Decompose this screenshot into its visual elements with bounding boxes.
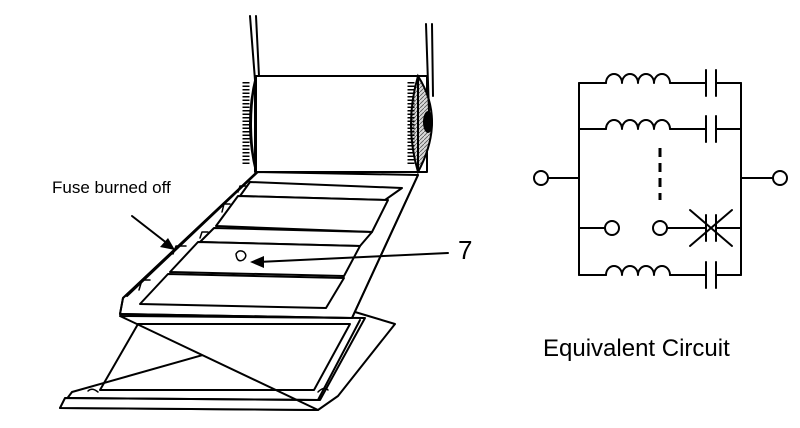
- fuse-link-3: [199, 231, 209, 239]
- fuse-arrow-head: [160, 238, 175, 250]
- fuse-link-burned: [172, 245, 187, 255]
- inductor-2-icon: [605, 119, 671, 130]
- lead-wire-right: [425, 23, 430, 113]
- terminal-right-icon: [772, 170, 788, 186]
- inductor-4-icon: [605, 265, 671, 276]
- open-fuse-contact-right-icon: [652, 220, 668, 236]
- inductor-1-icon: [605, 73, 671, 84]
- terminal-left-icon: [533, 170, 549, 186]
- film-segment-5: [139, 273, 345, 309]
- lead-wire-right-inner: [431, 23, 434, 97]
- fault-spot: [235, 250, 247, 262]
- callout-arrow-head: [250, 256, 264, 268]
- unrolled-film-lower: [59, 311, 396, 411]
- callout-arrow-shaft: [257, 252, 449, 263]
- branch-3-faulted: [578, 209, 742, 247]
- callout-number-7: 7: [458, 235, 472, 265]
- film-segment-4: [169, 241, 361, 277]
- roll-core: [423, 111, 433, 133]
- metallized-film-strip: [119, 167, 419, 319]
- branch-2: [578, 115, 742, 143]
- fuse-link-1: [237, 185, 247, 193]
- fuse-arrow-shaft: [131, 215, 169, 245]
- branch-1: [578, 69, 742, 97]
- fuse-burned-label: Fuse burned off: [52, 178, 171, 197]
- fuse-link-5: [138, 279, 151, 291]
- lead-wire-left-inner: [255, 15, 260, 77]
- open-fuse-contact-left-icon: [604, 220, 620, 236]
- capacitor-roll: [242, 15, 434, 175]
- branch-4: [578, 261, 742, 289]
- equivalent-circuit: [533, 69, 788, 289]
- lead-wire-left: [249, 15, 256, 81]
- fuse-link-2: [221, 203, 231, 213]
- circuit-caption: Equivalent Circuit: [543, 335, 730, 362]
- film-segment-2: [215, 195, 389, 233]
